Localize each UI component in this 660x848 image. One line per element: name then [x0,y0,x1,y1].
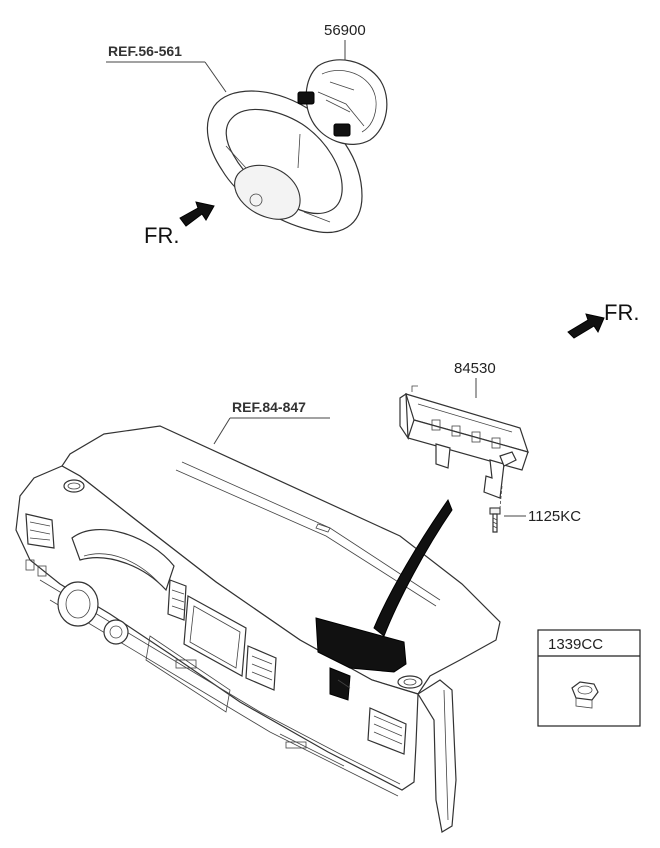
passenger-airbag-part-label: 84530 [454,360,496,377]
steering-ref-label: REF.56-561 [108,43,182,59]
steering-airbag-part-label: 56900 [324,22,366,39]
dash-ref-label: REF.84-847 [232,399,306,415]
passenger-airbag-module [399,385,529,499]
dashboard [15,425,501,833]
nut-part-box [537,629,641,727]
front-arrow-top-icon [179,201,215,227]
nut-icon [571,681,599,709]
driver-airbag-module [297,59,388,145]
front-direction-label-right: FR. [604,300,639,325]
bolt-icon [489,485,503,533]
bolt-part-label: 1125KC [528,508,581,525]
front-direction-label-top: FR. [144,223,179,248]
installed-airbag-highlight [315,498,453,701]
nut-part-label: 1339CC [548,636,603,653]
front-arrow-right-icon [567,313,605,339]
